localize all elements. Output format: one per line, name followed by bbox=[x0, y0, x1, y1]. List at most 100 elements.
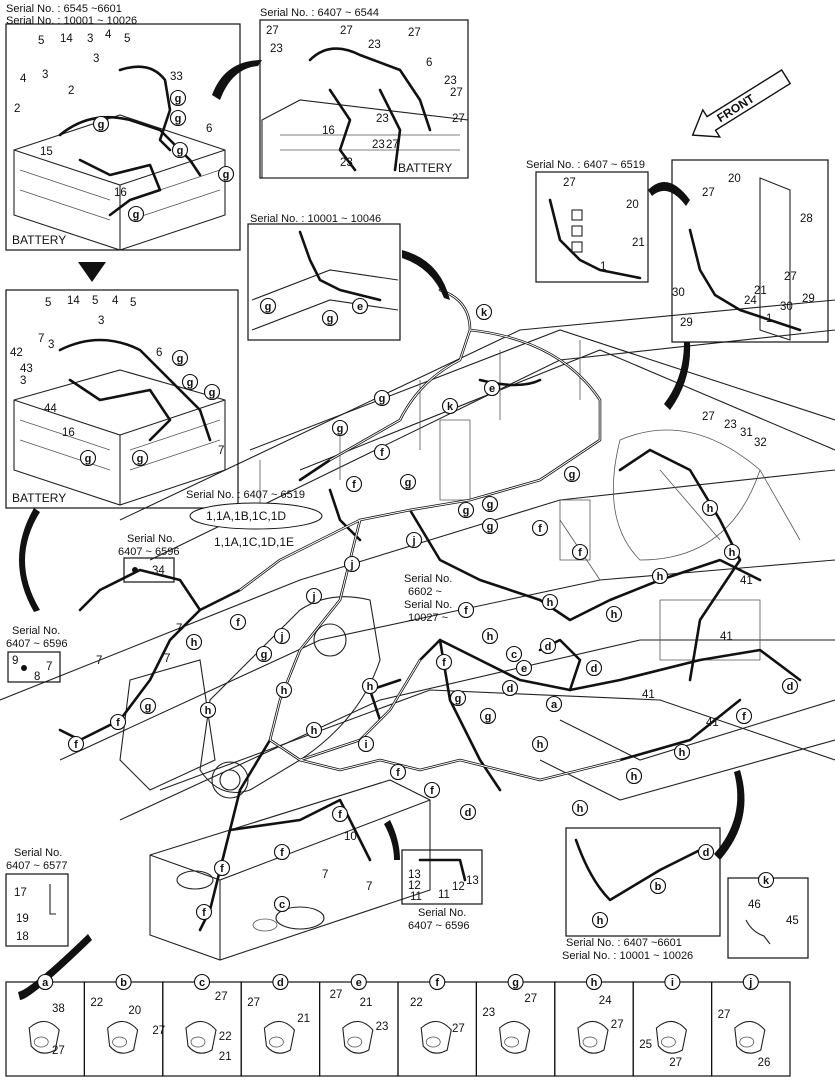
svg-text:29: 29 bbox=[802, 293, 815, 305]
svg-text:h: h bbox=[611, 609, 618, 621]
svg-text:f: f bbox=[220, 863, 224, 875]
svg-text:f: f bbox=[280, 847, 284, 859]
callout-g: g bbox=[373, 389, 391, 407]
svg-text:11: 11 bbox=[410, 891, 422, 903]
callout-f: f bbox=[735, 707, 753, 725]
svg-text:i: i bbox=[364, 739, 367, 751]
k-part-45: 45 bbox=[786, 915, 799, 927]
svg-text:12: 12 bbox=[452, 881, 465, 893]
svg-text:7: 7 bbox=[164, 653, 170, 665]
serial-center-6602-2: 6602 ~ bbox=[408, 586, 442, 598]
serial-center-inset: Serial No. : 10001 ~ 10046 bbox=[250, 213, 381, 225]
svg-text:12: 12 bbox=[408, 880, 421, 892]
legend-part-b-20: 20 bbox=[128, 1005, 141, 1017]
svg-text:7: 7 bbox=[366, 881, 372, 893]
serial-top-left-2: Serial No. : 10001 ~ 10026 bbox=[6, 15, 137, 27]
legend-part-c-27: 27 bbox=[215, 991, 228, 1003]
svg-text:h: h bbox=[537, 739, 544, 751]
svg-text:41: 41 bbox=[720, 631, 733, 643]
svg-text:d: d bbox=[703, 847, 710, 859]
callout-c: c bbox=[505, 645, 523, 663]
svg-text:g: g bbox=[187, 377, 194, 389]
svg-text:1: 1 bbox=[766, 313, 772, 325]
legend-letter-h: h bbox=[591, 977, 598, 989]
serial-6596-b-2: 6407 ~ 6596 bbox=[6, 638, 67, 650]
legend-part-d-21: 21 bbox=[297, 1013, 310, 1025]
svg-text:h: h bbox=[367, 681, 374, 693]
callout-f: f bbox=[195, 903, 213, 921]
svg-text:g: g bbox=[265, 301, 272, 313]
svg-text:14: 14 bbox=[60, 33, 73, 45]
svg-text:g: g bbox=[261, 649, 268, 661]
svg-text:h: h bbox=[631, 771, 638, 783]
svg-text:h: h bbox=[487, 631, 494, 643]
serial-bottom-left-1: Serial No. bbox=[14, 847, 62, 859]
clip-sketch-j bbox=[734, 1020, 766, 1054]
svg-text:g: g bbox=[569, 469, 576, 481]
battery-label-3: BATTERY bbox=[12, 491, 66, 505]
callout-h: h bbox=[531, 735, 549, 753]
svg-text:31: 31 bbox=[740, 427, 753, 439]
svg-text:g: g bbox=[133, 209, 140, 221]
callout-k: k bbox=[441, 397, 459, 415]
codes-line-1: 1,1A,1B,1C,1D bbox=[206, 509, 286, 523]
svg-text:17: 17 bbox=[14, 887, 27, 899]
serial-mid-main: Serial No. : 6407 ~ 6519 bbox=[186, 489, 305, 501]
svg-text:j: j bbox=[349, 559, 353, 571]
svg-text:h: h bbox=[547, 597, 554, 609]
svg-text:d: d bbox=[507, 683, 514, 695]
svg-text:44: 44 bbox=[44, 403, 57, 415]
serial-6596-a-2: 6407 ~ 6596 bbox=[118, 546, 179, 558]
serial-right-upper: Serial No. : 6407 ~ 6519 bbox=[526, 159, 645, 171]
callout-h: h bbox=[199, 701, 217, 719]
svg-text:23: 23 bbox=[724, 419, 737, 431]
svg-text:b: b bbox=[655, 881, 662, 893]
svg-text:3: 3 bbox=[93, 53, 99, 65]
serial-bottom-right-2: Serial No. : 10001 ~ 10026 bbox=[562, 950, 693, 962]
svg-text:f: f bbox=[430, 785, 434, 797]
serial-labels-main: Serial No. : 6407 ~ 6519 1,1A,1B,1C,1D 1… bbox=[6, 489, 452, 650]
harness-main bbox=[58, 288, 802, 932]
legend-letter-d: d bbox=[277, 977, 284, 989]
svg-text:23: 23 bbox=[368, 39, 381, 51]
serial-center-6602-3: Serial No. bbox=[404, 599, 452, 611]
svg-text:a: a bbox=[551, 699, 558, 711]
callout-k: k bbox=[757, 871, 775, 889]
svg-text:k: k bbox=[481, 307, 488, 319]
svg-text:h: h bbox=[679, 747, 686, 759]
svg-text:c: c bbox=[279, 899, 285, 911]
svg-text:28: 28 bbox=[800, 213, 813, 225]
callout-g: g bbox=[79, 449, 97, 467]
callout-g: g bbox=[399, 473, 417, 491]
callout-g: g bbox=[127, 205, 145, 223]
svg-text:g: g bbox=[327, 313, 334, 325]
svg-text:g: g bbox=[145, 701, 152, 713]
callout-f: f bbox=[67, 735, 85, 753]
codes-line-2: 1,1A,1C,1D,1E bbox=[214, 535, 294, 549]
inset-battery-top-left: Serial No. : 6545 ~6601 Serial No. : 100… bbox=[5, 3, 241, 251]
callout-g: g bbox=[255, 645, 273, 663]
svg-text:d: d bbox=[465, 807, 472, 819]
svg-text:27: 27 bbox=[386, 139, 399, 151]
clip-sketch-d bbox=[263, 1020, 295, 1054]
svg-text:g: g bbox=[455, 693, 462, 705]
serial-6596-b-1: Serial No. bbox=[12, 625, 60, 637]
callout-h: h bbox=[571, 799, 589, 817]
callout-e: e bbox=[483, 379, 501, 397]
svg-text:h: h bbox=[281, 685, 288, 697]
legend-part-i-27: 27 bbox=[669, 1057, 682, 1069]
svg-text:8: 8 bbox=[34, 671, 40, 683]
svg-text:g: g bbox=[405, 477, 412, 489]
legend-letter-j: j bbox=[748, 977, 752, 989]
legend-letter-c: c bbox=[199, 977, 205, 989]
legend-letter-e: e bbox=[356, 977, 362, 989]
callout-f: f bbox=[109, 713, 127, 731]
